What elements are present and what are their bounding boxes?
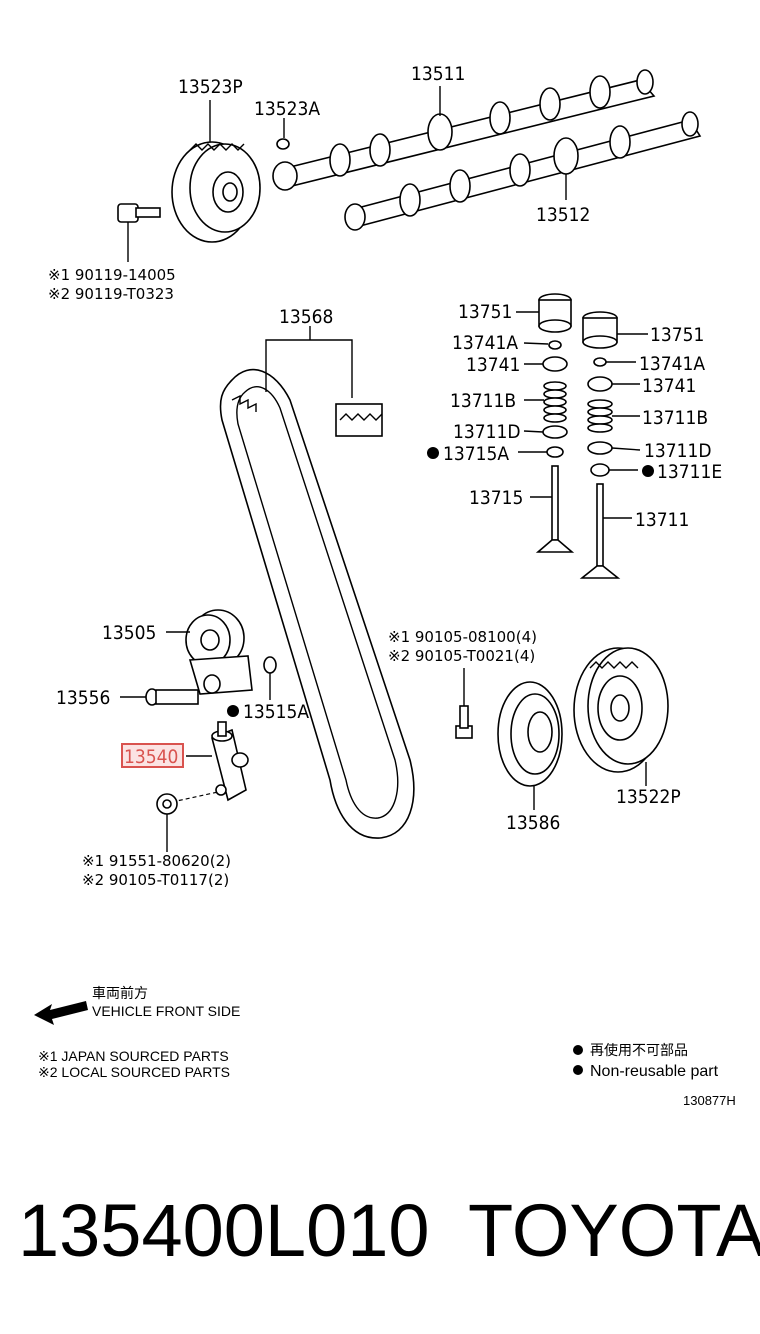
label-13540-highlighted[interactable]: 13540 xyxy=(124,746,178,768)
spring-seat-left[interactable] xyxy=(542,425,568,439)
label-13568: 13568 xyxy=(279,306,333,328)
nonreusable-dot-13515A xyxy=(227,705,239,717)
legend-dot-jp xyxy=(573,1045,583,1055)
camshaft-lower[interactable] xyxy=(344,111,702,231)
brand-name: TOYOTA xyxy=(468,1189,760,1272)
nonreusable-dot-13715A xyxy=(427,447,439,459)
valve-keeper-right[interactable] xyxy=(593,357,607,367)
timing-belt[interactable] xyxy=(219,368,415,839)
idler-pulley[interactable] xyxy=(185,609,253,695)
washer[interactable] xyxy=(263,656,277,674)
crankshaft-timing-pulley[interactable] xyxy=(573,647,669,773)
label-13515A: 13515A xyxy=(243,701,309,723)
spring-seat-right[interactable] xyxy=(587,441,613,455)
valve-keeper-left[interactable] xyxy=(548,340,562,350)
idler-bolt[interactable] xyxy=(145,688,199,706)
valve-seal-left[interactable] xyxy=(546,446,564,458)
knock-pin[interactable] xyxy=(276,138,290,150)
valve-retainer-left[interactable] xyxy=(542,356,568,372)
pulley-mount-bolt[interactable] xyxy=(455,705,473,739)
belt-cross-section xyxy=(335,403,383,437)
nonreusable-dot-13711E xyxy=(642,465,654,477)
label-13711E: 13711E xyxy=(657,461,722,483)
valve-seal-right[interactable] xyxy=(590,463,610,477)
bolt-b-local: ※2 90105-T0021(4) xyxy=(388,647,535,665)
tensioner-bolt[interactable] xyxy=(156,793,178,815)
label-13741-right: 13741 xyxy=(642,375,696,397)
source-note-japan: ※1 JAPAN SOURCED PARTS xyxy=(38,1048,229,1064)
nonreusable-label-jp: 再使用不可部品 xyxy=(590,1042,688,1058)
label-13711B-right: 13711B xyxy=(642,407,708,429)
part-number: 135400L010 xyxy=(18,1189,430,1272)
label-13522P: 13522P xyxy=(616,786,681,808)
label-13586: 13586 xyxy=(506,812,560,834)
label-13715A: 13715A xyxy=(443,443,509,465)
front-arrow-icon xyxy=(34,1001,88,1025)
label-13512: 13512 xyxy=(536,204,590,226)
label-13711D-left: 13711D xyxy=(453,421,521,443)
label-13751-right: 13751 xyxy=(650,324,704,346)
bolt-c-japan: ※1 91551-80620(2) xyxy=(82,852,231,870)
bolt-a-japan: ※1 90119-14005 xyxy=(48,266,176,284)
label-13711B-left: 13711B xyxy=(450,390,516,412)
front-label-en: VEHICLE FRONT SIDE xyxy=(92,1003,240,1019)
valve-spring-left[interactable] xyxy=(543,381,567,423)
pulley-bolt[interactable] xyxy=(117,203,161,223)
label-13711: 13711 xyxy=(635,509,689,531)
bolt-c-local: ※2 90105-T0117(2) xyxy=(82,871,229,889)
label-13556: 13556 xyxy=(56,687,110,709)
label-13741-left: 13741 xyxy=(466,354,520,376)
diagram-id: 130877H xyxy=(683,1093,736,1108)
intake-valve[interactable] xyxy=(579,483,621,579)
nonreusable-label-en: Non-reusable part xyxy=(590,1063,719,1080)
front-label-jp: 車両前方 xyxy=(92,985,148,1001)
label-13741A-left: 13741A xyxy=(452,332,518,354)
camshaft-upper[interactable] xyxy=(272,69,656,191)
camshaft-timing-pulley[interactable] xyxy=(171,141,261,243)
valve-lifter-left[interactable] xyxy=(538,293,572,333)
valve-lifter-right[interactable] xyxy=(582,311,618,349)
highlight-box-13540 xyxy=(121,743,184,768)
crankshaft-pulley[interactable] xyxy=(497,681,563,787)
label-13523A: 13523A xyxy=(254,98,320,120)
label-13711D-right: 13711D xyxy=(644,440,712,462)
legend-dot-en xyxy=(573,1065,583,1075)
label-13751-left: 13751 xyxy=(458,301,512,323)
label-13505: 13505 xyxy=(102,622,156,644)
label-13511: 13511 xyxy=(411,63,465,85)
valve-spring-right[interactable] xyxy=(587,399,613,433)
timing-belt-tensioner[interactable] xyxy=(211,721,249,802)
exhaust-valve[interactable] xyxy=(535,465,575,553)
bolt-a-local: ※2 90119-T0323 xyxy=(48,285,174,303)
source-note-local: ※2 LOCAL SOURCED PARTS xyxy=(38,1064,230,1080)
label-13741A-right: 13741A xyxy=(639,353,705,375)
valve-retainer-right[interactable] xyxy=(587,376,613,392)
label-13523P: 13523P xyxy=(178,76,243,98)
bolt-b-japan: ※1 90105-08100(4) xyxy=(388,628,537,646)
label-13715: 13715 xyxy=(469,487,523,509)
